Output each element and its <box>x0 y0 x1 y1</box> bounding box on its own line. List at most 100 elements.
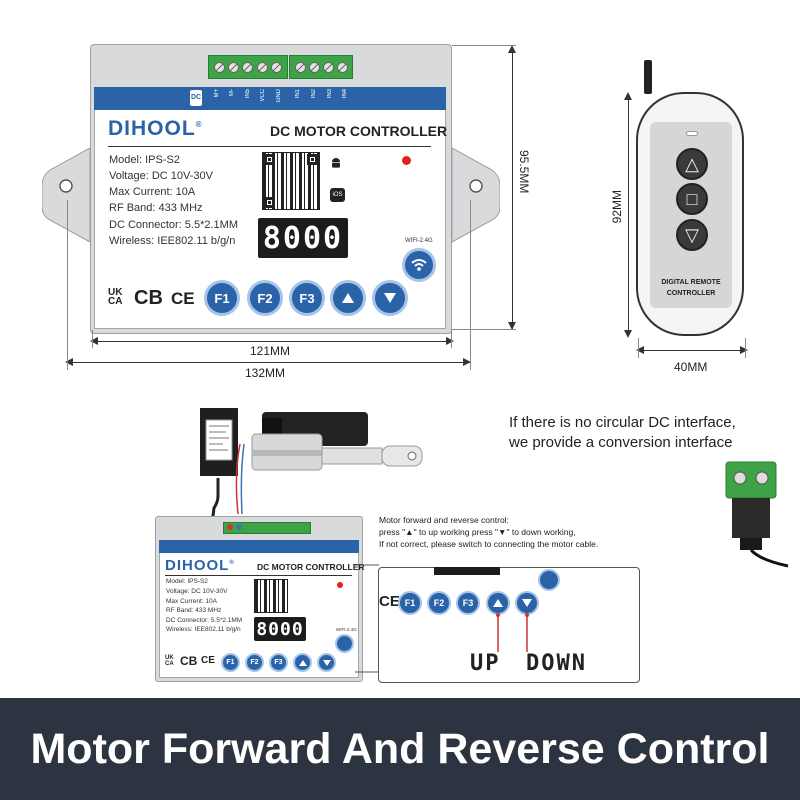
dim-arrow <box>463 358 471 366</box>
wifi-button[interactable] <box>402 248 436 282</box>
pin-label-in3: IN3 <box>327 89 333 99</box>
spec-wireless: Wireless: IEE802.11 b/g/n <box>109 235 236 247</box>
dim-arrow <box>740 346 748 354</box>
small-ce-mark: CE <box>201 655 215 666</box>
dim-arrow <box>636 346 644 354</box>
zoom-f2-button[interactable]: F2 <box>427 591 451 615</box>
dim-extension <box>745 338 746 358</box>
spec-model: Model: IPS-S2 <box>109 154 180 166</box>
remote-width-dim-label: 40MM <box>674 360 708 374</box>
spec-dc-connector: DC Connector: 5.5*2.1MM <box>109 219 238 231</box>
up-button[interactable] <box>330 280 366 316</box>
terminal-screw <box>271 61 283 73</box>
led-display: 8000 <box>258 218 348 258</box>
terminal-screw <box>228 61 240 73</box>
remote-up-button[interactable]: △ <box>676 148 708 180</box>
cb-mark: CB <box>134 287 163 309</box>
product-title: DC MOTOR CONTROLLER <box>270 123 448 139</box>
spec-current: Max Current: 10A <box>109 186 196 198</box>
small-down-button[interactable] <box>317 653 336 672</box>
up-arrow-icon <box>342 293 354 303</box>
footer-banner <box>0 698 800 800</box>
wifi-icon <box>411 259 427 271</box>
small-status-led <box>337 582 343 588</box>
small-title-rule <box>165 575 352 576</box>
zoom-f3-button[interactable]: F3 <box>456 591 480 615</box>
ce-mark: CE <box>171 289 195 308</box>
remote-antenna <box>644 60 652 94</box>
pin-label-in1: IN1 <box>295 89 301 99</box>
pin-label-in2: IN2 <box>311 89 317 99</box>
down-arrow-icon <box>522 599 532 607</box>
zoom-ce-mark: CE <box>379 593 400 610</box>
small-spec-model: Model: IPS-S2 <box>166 578 208 585</box>
dim-extension <box>638 338 639 358</box>
small-product-title: DC MOTOR CONTROLLER <box>257 562 365 572</box>
zoom-wifi-button[interactable] <box>538 569 560 591</box>
height-dim-label: 95.5MM <box>517 150 531 194</box>
status-led <box>402 156 411 165</box>
dim-arrow <box>508 322 516 330</box>
conversion-note-line1: If there is no circular DC interface, <box>509 414 736 431</box>
f3-button[interactable]: F3 <box>289 280 325 316</box>
dim-arrow <box>624 92 632 100</box>
terminal-screw <box>308 61 320 73</box>
dim-extension <box>452 329 516 330</box>
dim-arrow <box>624 330 632 338</box>
small-f2-button[interactable]: F2 <box>245 653 264 672</box>
small-qr-code <box>254 579 288 613</box>
android-icon <box>332 158 340 168</box>
down-button[interactable] <box>372 280 408 316</box>
terminal-screw <box>294 61 306 73</box>
small-wifi-button[interactable] <box>335 634 354 653</box>
dim-extension <box>451 330 452 348</box>
terminal-screw <box>336 61 348 73</box>
small-led-display: 8000 <box>254 617 306 641</box>
f1-button[interactable]: F1 <box>204 280 240 316</box>
pin-label-strip <box>94 87 446 110</box>
inner-width-dim-label: 121MM <box>250 344 291 358</box>
up-arrow-icon <box>493 599 503 607</box>
mounting-ears <box>42 147 500 243</box>
remote-stop-button[interactable]: □ <box>676 183 708 215</box>
small-f3-button[interactable]: F3 <box>269 653 288 672</box>
pin-label-gnd: GND <box>276 89 282 103</box>
zoom-callout <box>378 567 640 683</box>
f2-button[interactable]: F2 <box>247 280 283 316</box>
conversion-note-line2: we provide a conversion interface <box>509 434 733 451</box>
pin-label-in4: IN4 <box>342 89 348 99</box>
pin-label-m-plus: M+ <box>214 89 220 98</box>
small-f1-button[interactable]: F1 <box>221 653 240 672</box>
power-adapter <box>200 408 238 524</box>
remote-height-dim-line <box>628 95 629 335</box>
control-note-line3: If not correct, please switch to connect… <box>379 539 599 549</box>
terminal-block-right <box>289 55 353 79</box>
up-label: UP <box>470 651 501 676</box>
dim-arrow <box>90 337 98 345</box>
small-spec-voltage: Voltage: DC 10V-30V <box>166 588 228 595</box>
zoom-down-button[interactable] <box>515 591 539 615</box>
remote-label-line1: DIGITAL REMOTE <box>661 279 721 286</box>
small-brand-logo: DIHOOL® <box>165 557 235 574</box>
up-arrow-icon <box>298 659 307 666</box>
dc-conversion-plug <box>725 461 789 568</box>
terminal-screw <box>242 61 254 73</box>
down-label: DOWN <box>526 651 587 676</box>
down-arrow-icon <box>322 659 331 666</box>
remote-led <box>686 131 698 136</box>
small-up-button[interactable] <box>293 653 312 672</box>
ios-icon: iOS <box>330 188 345 202</box>
wifi-label: WIFI-2.4G <box>405 238 433 244</box>
spec-rf-band: RF Band: 433 MHz <box>109 202 203 214</box>
terminal-screw <box>256 61 268 73</box>
blue-wire-end <box>236 524 242 530</box>
dim-extension <box>470 200 471 370</box>
remote-down-button[interactable]: ▽ <box>676 219 708 251</box>
pin-label-in5: IN5 <box>245 89 251 99</box>
footer-title: Motor Forward And Reverse Control <box>30 725 770 773</box>
zoom-f1-button[interactable]: F1 <box>398 591 422 615</box>
dim-extension <box>67 200 68 370</box>
control-note-line2: press "▲" to up working press "▼" to dow… <box>379 527 576 537</box>
small-terminal-block <box>223 522 311 534</box>
